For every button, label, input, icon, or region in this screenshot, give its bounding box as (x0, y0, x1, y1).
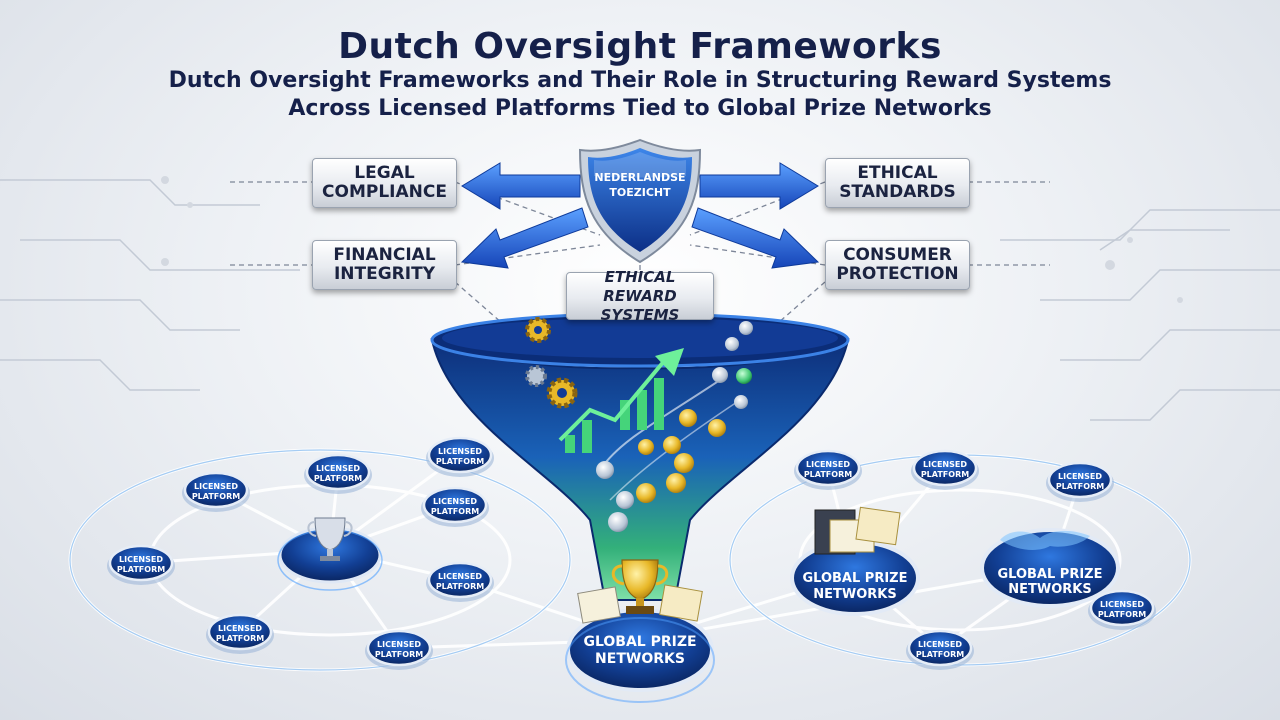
hub-right2-label-line1: GLOBAL PRIZE (997, 567, 1102, 582)
global-prize-hub-center: GLOBAL PRIZE NETWORKS (565, 559, 715, 703)
platform-label-line1: LICENSED (377, 640, 421, 649)
coin-icon (596, 321, 753, 532)
platform-label-line2: PLATFORM (314, 474, 362, 483)
platform-label-line2: PLATFORM (117, 565, 165, 574)
consumer-line1: CONSUMER (843, 245, 952, 265)
platform-label-line1: LICENSED (918, 640, 962, 649)
platform-label-line2: PLATFORM (431, 507, 479, 516)
consumer-protection-plate: CONSUMER PROTECTION (825, 240, 970, 290)
platform-label-line1: LICENSED (1058, 472, 1102, 481)
legal-line1: LEGAL (354, 163, 415, 183)
reward-funnel (430, 312, 850, 601)
ethical-standards-plate: ETHICAL STANDARDS (825, 158, 970, 208)
platform-label-line1: LICENSED (433, 497, 477, 506)
financial-line1: FINANCIAL (333, 245, 436, 265)
globe-icon (1000, 530, 1090, 550)
global-prize-hub-right-2: GLOBAL PRIZE NETWORKS (980, 528, 1120, 608)
central-hub-left (277, 517, 383, 591)
subtitle-line2: Across Licensed Platforms Tied to Global… (288, 96, 992, 121)
shield-label-line1: NEDERLANDSE (594, 171, 685, 184)
gear-icon (525, 317, 578, 409)
platform-label-line2: PLATFORM (916, 650, 964, 659)
platform-label-line1: LICENSED (438, 447, 482, 456)
ethical-reward-systems-plate: ETHICAL REWARD SYSTEMS (566, 268, 714, 324)
platform-label-line1: LICENSED (119, 555, 163, 564)
legal-compliance-plate: LEGAL COMPLIANCE (312, 158, 457, 208)
reward-line2: REWARD SYSTEMS (600, 286, 680, 324)
circuit-traces (0, 179, 1280, 421)
platform-label-line1: LICENSED (438, 572, 482, 581)
platform-label-line1: LICENSED (1100, 600, 1144, 609)
certificate-icon (814, 506, 901, 555)
trophy-icon (307, 517, 353, 561)
flow-arrows (460, 162, 820, 269)
ethical-standards-line2: STANDARDS (839, 182, 956, 202)
certificate-icon (577, 584, 703, 624)
hub-right2-label-line2: NETWORKS (1008, 582, 1091, 597)
platform-label-line1: LICENSED (923, 460, 967, 469)
platform-label-line1: LICENSED (806, 460, 850, 469)
page-title: Dutch Oversight Frameworks (338, 26, 942, 67)
trophy-icon (611, 559, 669, 614)
ethical-standards-line1: ETHICAL (857, 163, 938, 183)
legal-line2: COMPLIANCE (322, 182, 447, 202)
platform-label-line2: PLATFORM (804, 470, 852, 479)
circuit-dots (161, 176, 1183, 303)
platform-nodes: LICENSEDPLATFORMLICENSEDPLATFORMLICENSED… (107, 436, 1156, 670)
platform-label-line2: PLATFORM (216, 634, 264, 643)
platform-label-line1: LICENSED (218, 624, 262, 633)
platform-label-line2: PLATFORM (921, 470, 969, 479)
financial-line2: INTEGRITY (333, 264, 436, 284)
hub-right1-label-line1: GLOBAL PRIZE (802, 571, 907, 586)
hub-center-label-line1: GLOBAL PRIZE (583, 634, 696, 650)
subtitle-line1: Dutch Oversight Frameworks and Their Rol… (168, 68, 1112, 93)
reward-line1: ETHICAL (604, 267, 676, 286)
platform-label-line2: PLATFORM (1098, 610, 1146, 619)
hub-right1-label-line2: NETWORKS (813, 587, 896, 602)
shield-icon: NEDERLANDSE TOEZICHT (578, 138, 702, 264)
growth-chart-icon (558, 348, 684, 453)
platform-label-line2: PLATFORM (436, 457, 484, 466)
global-prize-hub-right-1: GLOBAL PRIZE NETWORKS (790, 506, 920, 616)
hub-center-label-line2: NETWORKS (595, 651, 685, 667)
platform-label-line2: PLATFORM (436, 582, 484, 591)
platform-label-line2: PLATFORM (375, 650, 423, 659)
financial-integrity-plate: FINANCIAL INTEGRITY (312, 240, 457, 290)
platform-label-line1: LICENSED (316, 464, 360, 473)
platform-label-line2: PLATFORM (1056, 482, 1104, 491)
platform-label-line1: LICENSED (194, 482, 238, 491)
shield-label-line2: TOEZICHT (609, 186, 671, 199)
platform-label-line2: PLATFORM (192, 492, 240, 501)
consumer-line2: PROTECTION (836, 264, 959, 284)
